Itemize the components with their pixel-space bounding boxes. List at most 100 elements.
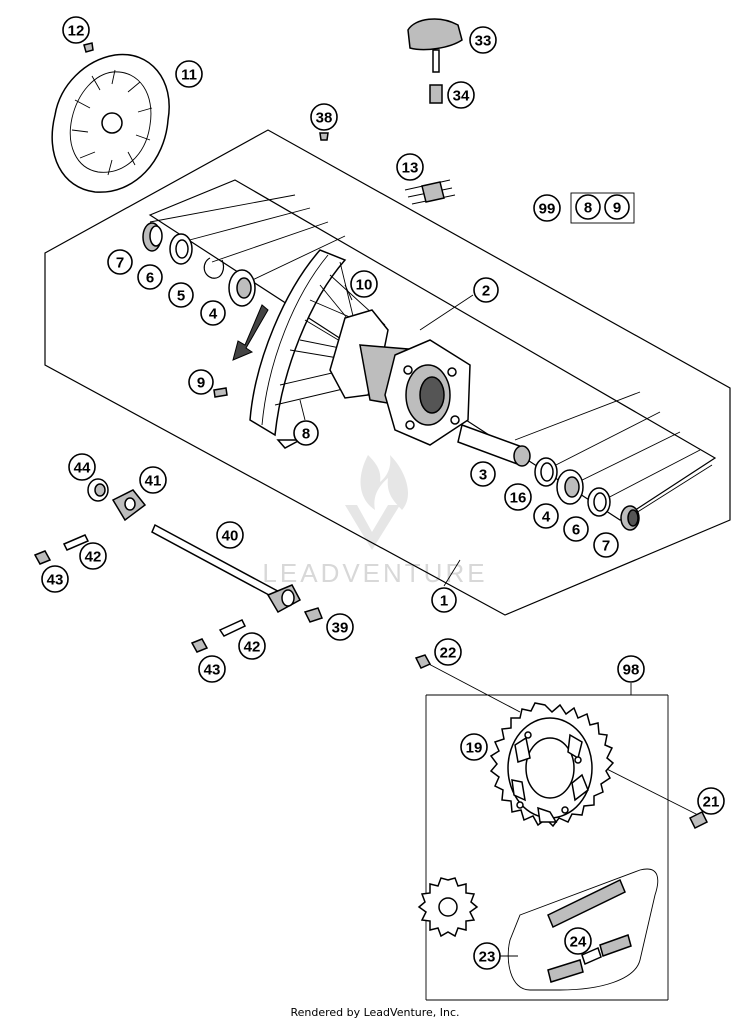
callout-number: 4 bbox=[209, 306, 218, 323]
callout-number: 12 bbox=[68, 23, 85, 40]
axle bbox=[151, 523, 302, 614]
callout-41: 41 bbox=[139, 466, 167, 494]
axle-cap bbox=[407, 18, 463, 73]
seal-ring-right bbox=[534, 457, 558, 487]
spoke-set bbox=[404, 179, 456, 205]
callout-number: 23 bbox=[479, 949, 496, 966]
callout-number: 1 bbox=[440, 593, 448, 610]
rear-sprocket bbox=[489, 702, 615, 828]
callout-22: 22 bbox=[434, 638, 462, 666]
adjuster-bolt-right bbox=[218, 619, 247, 637]
wheel-assembly-outline bbox=[44, 129, 731, 616]
brake-disc bbox=[51, 53, 170, 193]
callout-6: 6 bbox=[563, 516, 589, 542]
callout-9: 9 bbox=[188, 369, 214, 395]
callout-number: 8 bbox=[302, 426, 310, 443]
callout-number: 21 bbox=[703, 794, 720, 811]
callout-number: 13 bbox=[402, 160, 419, 177]
disc-bolt bbox=[83, 42, 94, 53]
callout-number: 4 bbox=[542, 509, 551, 526]
callout-number: 40 bbox=[222, 528, 239, 545]
footer-credit: Rendered by LeadVenture, Inc. bbox=[290, 1006, 460, 1019]
callout-99: 99 bbox=[533, 194, 561, 222]
seal-right bbox=[620, 505, 640, 531]
callout-2: 2 bbox=[473, 277, 499, 303]
adjuster-nut-right bbox=[190, 638, 209, 653]
small-bolt bbox=[319, 132, 329, 141]
callout-number: 9 bbox=[197, 375, 205, 392]
callout-number: 10 bbox=[356, 277, 373, 294]
seal-left bbox=[142, 222, 163, 252]
callout-number: 43 bbox=[204, 662, 221, 679]
callout-42: 42 bbox=[238, 632, 266, 660]
callout-number: 39 bbox=[332, 620, 349, 637]
rim bbox=[249, 249, 347, 449]
front-sprocket bbox=[417, 877, 479, 938]
callout-number: 7 bbox=[116, 255, 124, 272]
valve-screw bbox=[213, 387, 228, 398]
callout-43: 43 bbox=[41, 565, 69, 593]
adjuster-nut-left bbox=[33, 550, 52, 565]
bearing-left bbox=[228, 269, 256, 307]
callout-40: 40 bbox=[216, 521, 244, 549]
callout-39: 39 bbox=[326, 613, 354, 641]
callout-98: 98 bbox=[617, 655, 645, 683]
callout-11: 11 bbox=[175, 60, 203, 88]
callout-number: 38 bbox=[316, 110, 333, 127]
callout-number: 8 bbox=[584, 200, 592, 217]
callout-number: 2 bbox=[482, 283, 490, 300]
callout-9: 9 bbox=[604, 194, 630, 220]
callout-number: 5 bbox=[177, 288, 185, 305]
sprocket-nut bbox=[414, 654, 432, 669]
kit-box bbox=[570, 192, 635, 224]
bearing-ring-left bbox=[169, 233, 193, 265]
callout-24: 24 bbox=[564, 927, 592, 955]
chain-kit-box bbox=[507, 868, 659, 991]
callout-7: 7 bbox=[593, 532, 619, 558]
callout-16: 16 bbox=[504, 483, 532, 511]
nut-44 bbox=[87, 478, 109, 502]
callout-34: 34 bbox=[447, 81, 475, 109]
bearing-ring-right bbox=[587, 487, 611, 517]
spacer-tube bbox=[457, 424, 531, 467]
callout-number: 6 bbox=[572, 522, 580, 539]
callout-number: 7 bbox=[602, 538, 610, 555]
callout-number: 98 bbox=[623, 662, 640, 679]
callout-number: 11 bbox=[181, 67, 197, 84]
callout-43: 43 bbox=[198, 655, 226, 683]
sprocket-bolt bbox=[688, 810, 709, 830]
watermark-text: LEADVENTURE bbox=[262, 558, 487, 588]
callout-number: 3 bbox=[479, 467, 487, 484]
callout-3: 3 bbox=[470, 461, 496, 487]
callout-number: 9 bbox=[613, 200, 621, 217]
callout-8: 8 bbox=[575, 194, 601, 220]
callout-6: 6 bbox=[137, 264, 163, 290]
callout-number: 19 bbox=[466, 740, 483, 757]
callout-12: 12 bbox=[62, 16, 90, 44]
callout-number: 42 bbox=[85, 549, 102, 566]
callout-13: 13 bbox=[396, 153, 424, 181]
callout-number: 41 bbox=[145, 473, 162, 490]
bearing-right bbox=[556, 469, 584, 505]
circlip bbox=[203, 257, 225, 279]
callout-44: 44 bbox=[68, 453, 96, 481]
callout-number: 34 bbox=[453, 88, 470, 105]
callout-number: 33 bbox=[475, 33, 492, 50]
callout-4: 4 bbox=[533, 503, 559, 529]
callout-number: 99 bbox=[539, 201, 556, 218]
adjuster-bolt-left bbox=[62, 534, 90, 551]
callout-8: 8 bbox=[293, 420, 319, 446]
callout-10: 10 bbox=[350, 270, 378, 298]
leader-lines bbox=[149, 194, 713, 1001]
callout-21: 21 bbox=[697, 787, 725, 815]
bolt-39 bbox=[303, 607, 323, 623]
callout-number: 22 bbox=[440, 645, 457, 662]
callout-number: 44 bbox=[74, 460, 91, 477]
chain-master-link bbox=[581, 946, 602, 966]
hub bbox=[329, 309, 471, 446]
cap-bolt bbox=[429, 84, 443, 104]
callout-19: 19 bbox=[460, 733, 488, 761]
chain bbox=[547, 878, 632, 983]
